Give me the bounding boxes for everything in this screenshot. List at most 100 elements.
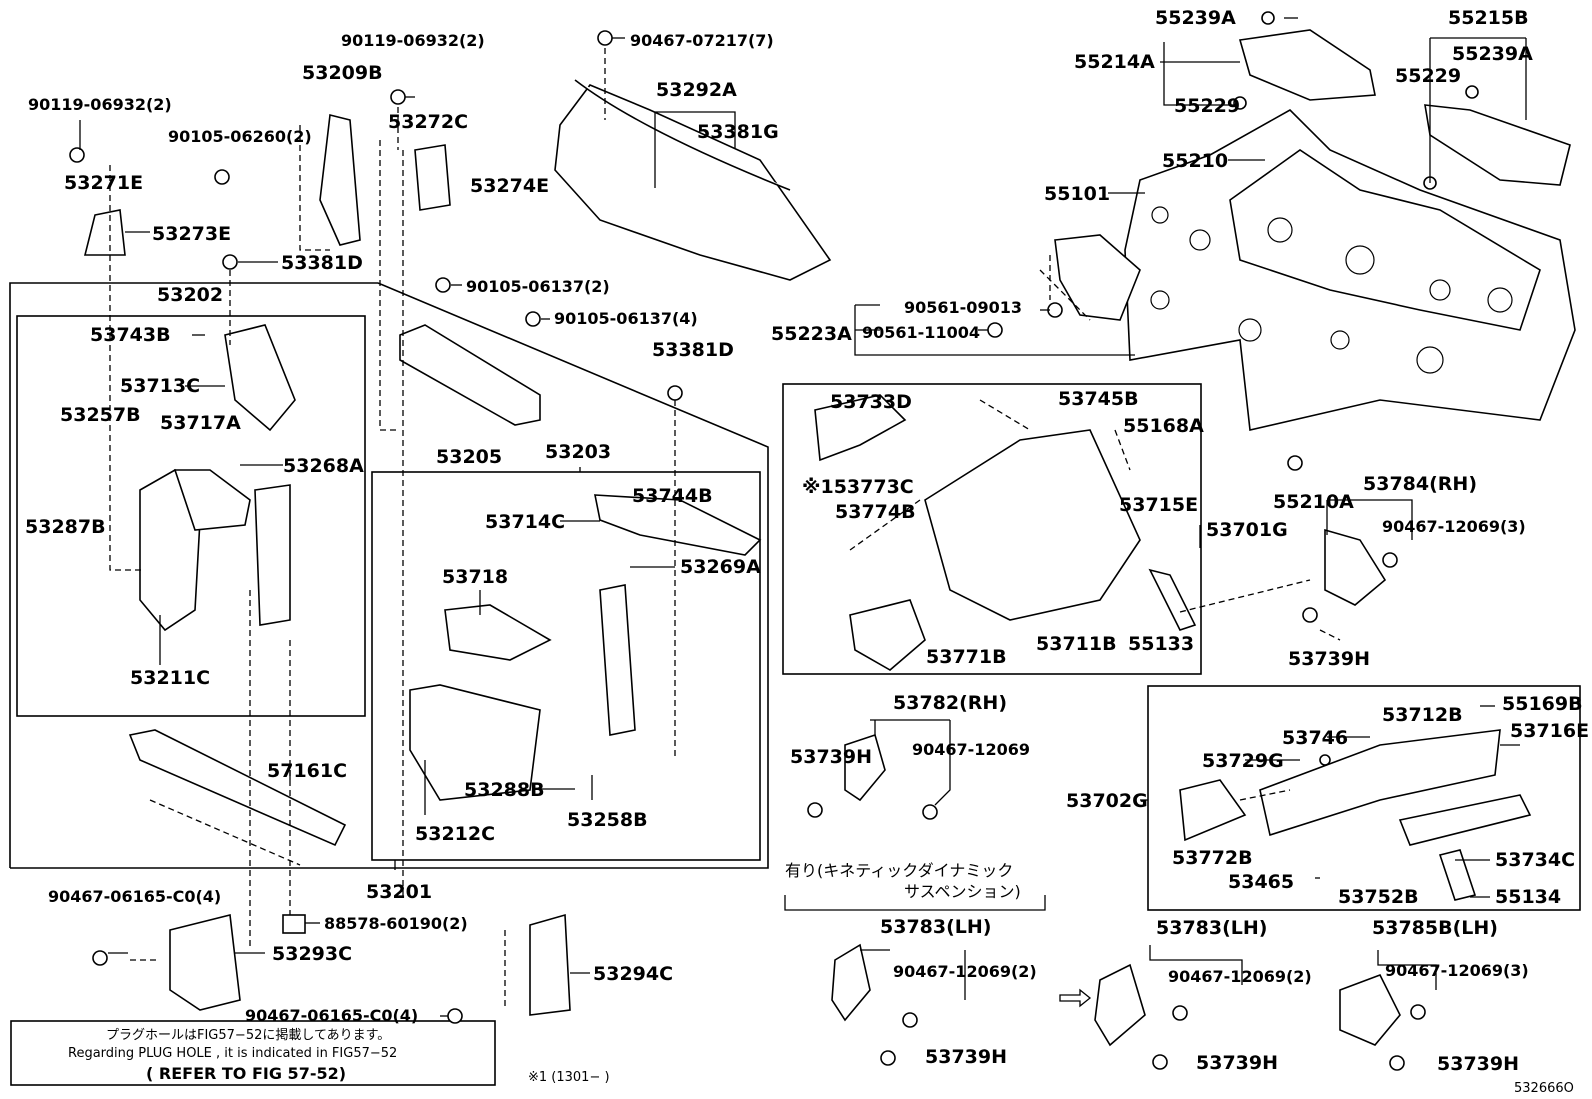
label-53211C: 53211C (130, 667, 210, 689)
plug-hole-note-box (10, 1020, 496, 1086)
part-55134 (1438, 849, 1477, 901)
label-53269A: 53269A (680, 556, 761, 578)
label-53752B: 53752B (1338, 886, 1419, 908)
label-55229-right: 55229 (1395, 65, 1461, 87)
label-55214A: 55214A (1074, 51, 1155, 73)
part-labels: 55239A 55215B 55214A 55239A 55229 55229 … (25, 7, 1589, 1075)
part-53205 (399, 324, 541, 426)
label-53771B: 53771B (926, 646, 1007, 668)
notes: 有り(キネティックダイナミック サスペンション) プラグホールはFIG57−52… (68, 861, 1574, 1096)
label-90105-06137-4: 90105-06137(4) (554, 309, 698, 328)
label-55210: 55210 (1162, 150, 1228, 172)
label-53268A: 53268A (283, 455, 364, 477)
label-55134: 55134 (1495, 886, 1561, 908)
label-53272C: 53272C (388, 111, 468, 133)
label-90467-12069-3a: 90467-12069(3) (1382, 517, 1526, 536)
label-53739H-e: 53739H (1437, 1053, 1519, 1075)
label-53783LH-b: 53783(LH) (1156, 917, 1267, 939)
label-53292A: 53292A (656, 79, 737, 101)
part-53272C (414, 144, 451, 211)
part-53785BLH (1339, 973, 1401, 1046)
part-53717A (173, 469, 251, 531)
label-53714C: 53714C (485, 511, 565, 533)
label-90105-06260: 90105-06260(2) (168, 127, 312, 146)
part-53771B (849, 599, 926, 671)
box-53701G (782, 383, 1202, 675)
part-53712B (1259, 729, 1501, 837)
label-53209B: 53209B (302, 62, 383, 84)
label-55239A-top: 55239A (1155, 7, 1236, 29)
label-53734C: 53734C (1495, 849, 1575, 871)
label-53288B: 53288B (464, 779, 545, 801)
label-53711B: 53711B (1036, 633, 1117, 655)
label-90561-09013: 90561-09013 (904, 298, 1022, 317)
part-53714C (594, 494, 762, 556)
part-55214A (1238, 29, 1376, 101)
note-refer-fig: ( REFER TO FIG 57-52) (146, 1064, 346, 1083)
part-inner-pillar (254, 484, 291, 626)
note-footnote: ※1 (1301− ) (528, 1070, 610, 1085)
part-cowl-53205 (554, 84, 832, 281)
label-90467-06165-b: 90467-06165-C0(4) (245, 1006, 418, 1025)
label-53712B: 53712B (1382, 704, 1463, 726)
part-dash-panel (1124, 109, 1576, 431)
label-53718: 53718 (442, 566, 508, 588)
label-53202: 53202 (157, 284, 223, 306)
label-53739H-a: 53739H (1288, 648, 1370, 670)
label-90105-06137-2: 90105-06137(2) (466, 277, 610, 296)
label-53746: 53746 (1282, 727, 1348, 749)
label-53784RH: 53784(RH) (1363, 473, 1477, 495)
label-90467-06165-a: 90467-06165-C0(4) (48, 887, 221, 906)
label-53713C: 53713C (120, 375, 200, 397)
label-53287B: 53287B (25, 516, 106, 538)
label-53785BLH: 53785B(LH) (1372, 917, 1498, 939)
label-53782RH: 53782(RH) (893, 692, 1007, 714)
part-55101 (1054, 234, 1141, 321)
label-53739H-d: 53739H (1196, 1052, 1278, 1074)
note-plug-hole-jp: プラグホールはFIG57−52に掲載してあります。 (106, 1027, 390, 1043)
label-53212C: 53212C (415, 823, 495, 845)
part-53271E (83, 209, 126, 256)
note-kinetic-line1: 有り(キネティックダイナミック (785, 861, 1013, 880)
label-53773C: ※153773C (802, 476, 914, 498)
label-53381D-a: 53381D (281, 252, 363, 274)
label-53271E: 53271E (64, 172, 143, 194)
label-53205: 53205 (436, 446, 502, 468)
label-53716E: 53716E (1510, 720, 1589, 742)
part-57161C (128, 729, 347, 847)
label-90119-top: 90119-06932(2) (341, 31, 485, 50)
label-55168A: 55168A (1123, 415, 1204, 437)
figure-code: 532666O (1514, 1081, 1574, 1096)
label-53201: 53201 (366, 881, 432, 903)
label-90467-12069-2a: 90467-12069(2) (893, 962, 1037, 981)
part-88578-clip (282, 914, 306, 934)
label-53274E: 53274E (470, 175, 549, 197)
label-55210A: 55210A (1273, 491, 1354, 513)
label-53381D-b: 53381D (652, 339, 734, 361)
label-57161C: 57161C (267, 760, 347, 782)
part-53783LH-b (1094, 963, 1146, 1047)
part-53784RH (1324, 528, 1387, 606)
label-53715E: 53715E (1119, 494, 1198, 516)
label-53465: 53465 (1228, 871, 1294, 893)
note-kinetic-line2: サスペンション) (904, 882, 1021, 901)
label-53739H-c: 53739H (925, 1046, 1007, 1068)
part-55133 (1148, 568, 1197, 631)
label-53774B: 53774B (835, 501, 916, 523)
part-53713C (224, 324, 296, 432)
part-53772B (1179, 779, 1247, 842)
label-53743B: 53743B (90, 324, 171, 346)
label-53729G: 53729G (1202, 750, 1284, 772)
note-plug-hole-en: Regarding PLUG HOLE , it is indicated in… (68, 1046, 397, 1061)
label-55215B: 55215B (1448, 7, 1529, 29)
label-53739H-b: 53739H (790, 746, 872, 768)
part-53783LH-a (831, 943, 871, 1022)
label-53257B: 53257B (60, 404, 141, 426)
label-88578-60190: 88578-60190(2) (324, 914, 468, 933)
part-53294C (529, 913, 571, 1016)
label-90467-07217: 90467-07217(7) (630, 31, 774, 50)
label-55169B: 55169B (1502, 693, 1583, 715)
part-53718 (444, 604, 552, 661)
label-90467-12069-2b: 90467-12069(2) (1168, 967, 1312, 986)
